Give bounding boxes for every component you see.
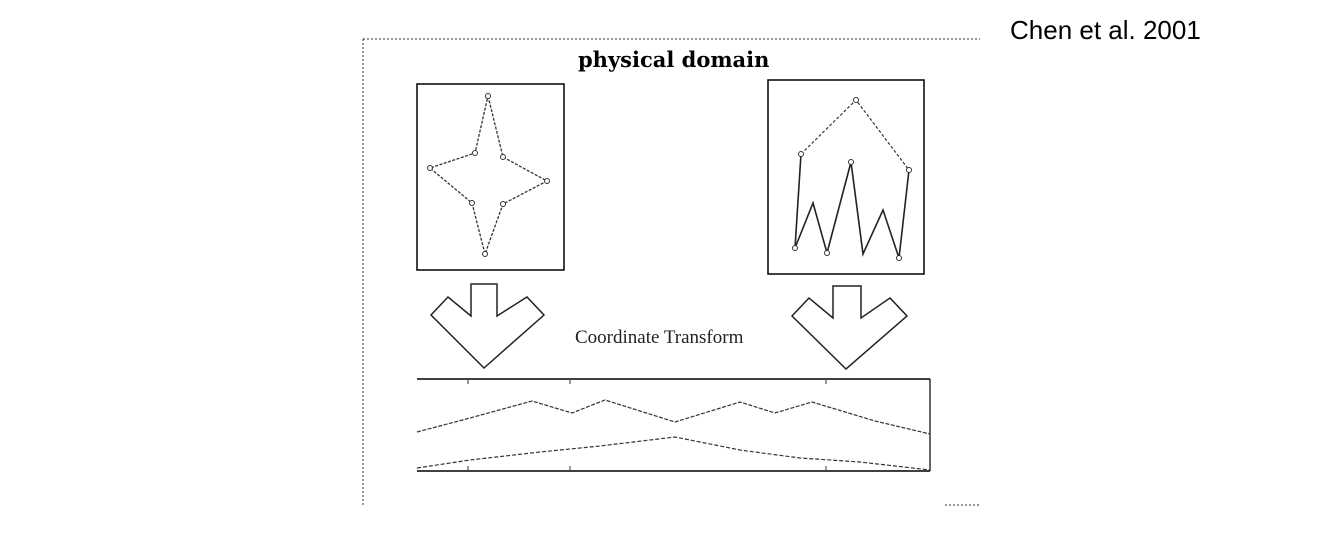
house-panel — [767, 79, 925, 275]
house-roof — [800, 99, 910, 171]
physical-domain-title: physical domain — [578, 47, 770, 72]
star-panel — [416, 83, 565, 271]
star-vertices — [427, 93, 550, 257]
house-vertices — [792, 97, 912, 261]
transformed-upper-curve — [416, 399, 931, 435]
outer-frame — [362, 38, 980, 506]
transformed-strip — [416, 378, 931, 472]
coordinate-transform-label: Coordinate Transform — [575, 327, 744, 348]
star-shape — [428, 95, 549, 257]
left-down-arrow — [429, 283, 546, 370]
citation-label: Chen et al. 2001 — [1010, 15, 1201, 45]
transformed-lower-curve — [416, 436, 931, 471]
house-zigzag — [794, 153, 910, 259]
right-down-arrow — [790, 285, 909, 371]
